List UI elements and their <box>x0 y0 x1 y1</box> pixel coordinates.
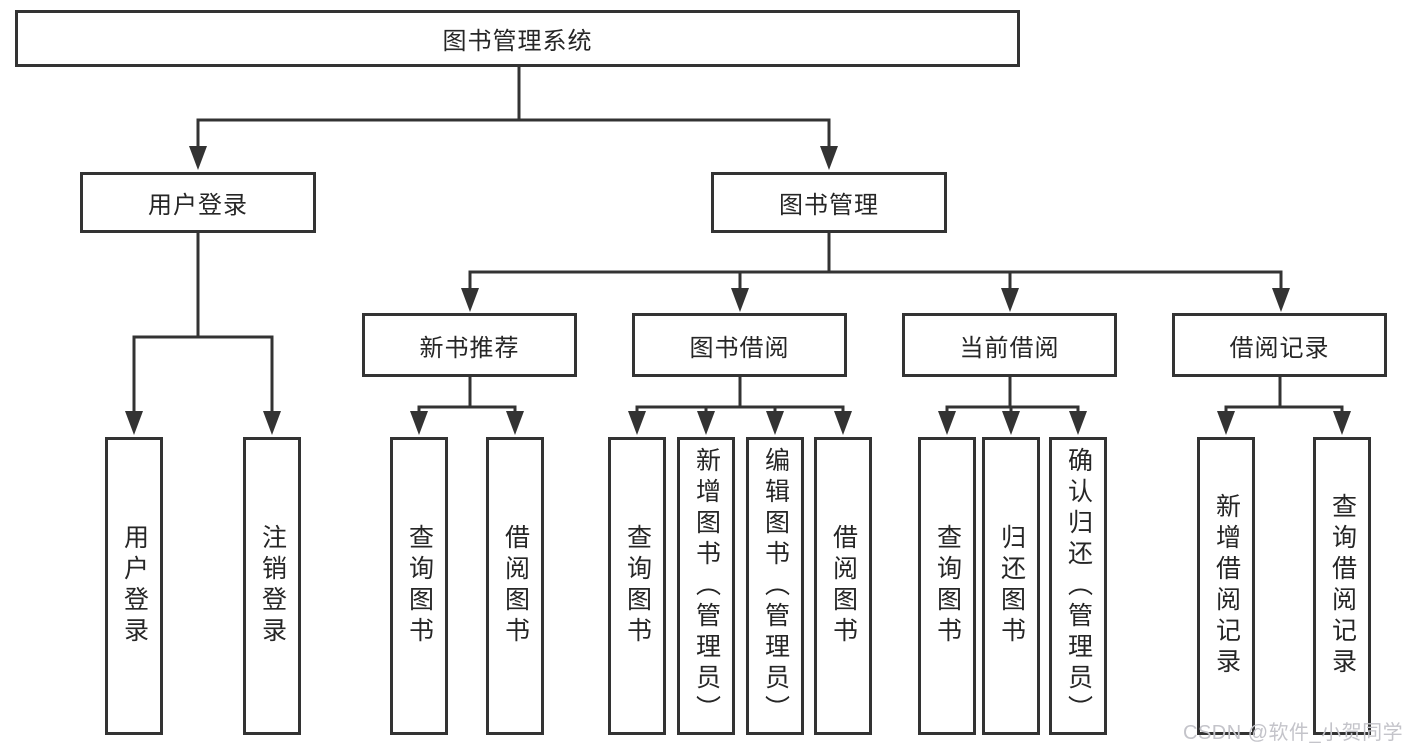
leaf-query-book-recommend: 查询图书 <box>390 437 448 735</box>
leaf-add-borrow-record: 新增借阅记录 <box>1197 437 1255 735</box>
leaf-add-book-admin: 新增图书（管理员） <box>677 437 735 735</box>
node-book-management: 图书管理 <box>711 172 947 233</box>
leaf-confirm-return-admin: 确认归还（管理员） <box>1049 437 1107 735</box>
leaf-query-book-borrowing: 查询图书 <box>608 437 666 735</box>
node-book-borrowing: 图书借阅 <box>632 313 847 377</box>
node-library-management-system: 图书管理系统 <box>15 10 1020 67</box>
leaf-query-borrow-record: 查询借阅记录 <box>1313 437 1371 735</box>
leaf-logout: 注销登录 <box>243 437 301 735</box>
leaf-borrow-book: 借阅图书 <box>814 437 872 735</box>
watermark-csdn: CSDN @软件_小贺同学 <box>1183 722 1404 744</box>
leaf-return-book: 归还图书 <box>982 437 1040 735</box>
node-user-login: 用户登录 <box>80 172 316 233</box>
node-borrow-records: 借阅记录 <box>1172 313 1387 377</box>
leaf-borrow-book-recommend: 借阅图书 <box>486 437 544 735</box>
leaf-query-book-current: 查询图书 <box>918 437 976 735</box>
leaf-user-login: 用户登录 <box>105 437 163 735</box>
node-current-borrowing: 当前借阅 <box>902 313 1117 377</box>
leaf-edit-book-admin: 编辑图书（管理员） <box>746 437 804 735</box>
node-new-book-recommend: 新书推荐 <box>362 313 577 377</box>
